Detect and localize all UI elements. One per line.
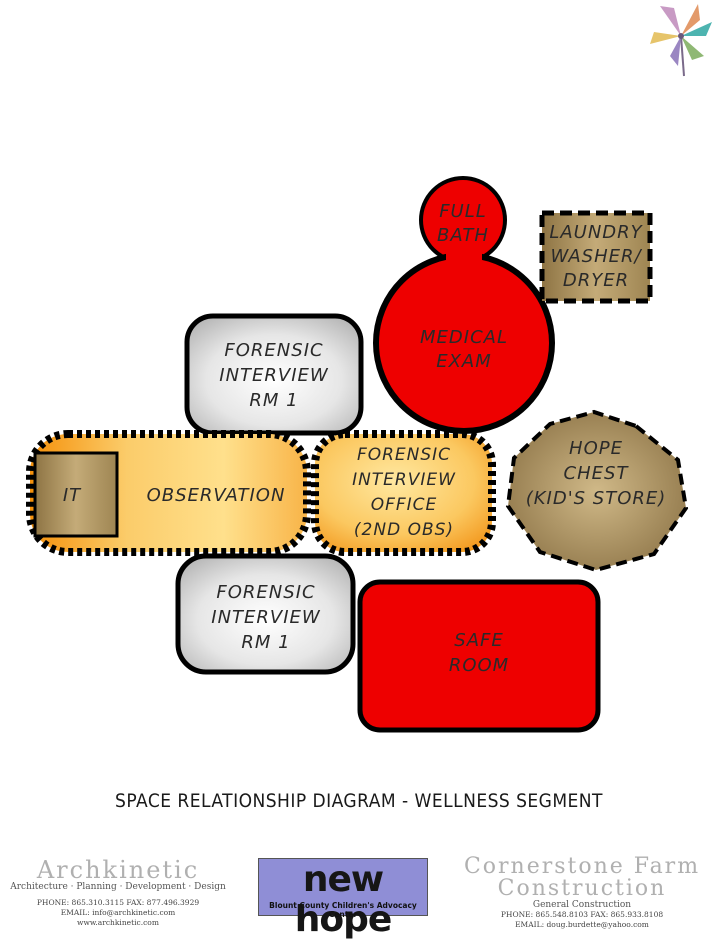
cornerstone-credit: Cornerstone Farm Construction General Co… bbox=[446, 856, 718, 930]
observation-label: OBSERVATION bbox=[147, 485, 286, 506]
laundry-label-1: LAUNDRY bbox=[549, 222, 643, 243]
medical-exam-label-1: MEDICAL bbox=[420, 327, 508, 348]
interview-office-label-3: OFFICE bbox=[371, 495, 438, 515]
interview-office-label-1: FORENSIC bbox=[357, 445, 451, 465]
cornerstone-name-line2: Construction bbox=[497, 876, 667, 901]
hope-chest-label-3: (KID'S STORE) bbox=[526, 488, 667, 509]
room-forensic-interview-office: FORENSIC INTERVIEW OFFICE (2ND OBS) bbox=[311, 430, 496, 556]
interview-bottom-label-3: RM 1 bbox=[241, 632, 290, 653]
full-bath-label-2: BATH bbox=[437, 225, 489, 246]
room-hope-chest: HOPE CHEST (KID'S STORE) bbox=[505, 409, 689, 573]
room-forensic-interview-bottom: FORENSIC INTERVIEW RM 1 bbox=[175, 553, 356, 675]
interview-top-label-1: FORENSIC bbox=[224, 340, 323, 361]
cornerstone-email: EMAIL: doug.burdette@yahoo.com bbox=[515, 920, 649, 929]
interview-bottom-label-2: INTERVIEW bbox=[211, 607, 321, 628]
interview-office-label-4: (2ND OBS) bbox=[354, 520, 454, 540]
safe-room-label-1: SAFE bbox=[454, 630, 503, 651]
full-bath-label-1: FULL bbox=[439, 201, 487, 222]
hope-chest-label-2: CHEST bbox=[564, 463, 630, 484]
it-label: IT bbox=[63, 485, 82, 506]
room-safe-room: SAFE ROOM bbox=[357, 579, 601, 733]
diagram-title: SPACE RELATIONSHIP DIAGRAM - WELLNESS SE… bbox=[115, 790, 603, 812]
archkinetic-tagline: Architecture · Planning · Development · … bbox=[10, 882, 226, 892]
interview-office-label-2: INTERVIEW bbox=[352, 470, 456, 490]
interview-bottom-label-1: FORENSIC bbox=[216, 582, 315, 603]
archkinetic-name: Archkinetic bbox=[36, 856, 200, 884]
cornerstone-phone: PHONE: 865.548.8103 FAX: 865.933.8108 bbox=[500, 910, 664, 919]
room-full-bath: FULL BATH bbox=[419, 176, 507, 264]
room-medical-exam: MEDICAL EXAM bbox=[373, 244, 555, 434]
laundry-label-3: DRYER bbox=[563, 270, 629, 291]
medical-exam-label-2: EXAM bbox=[436, 351, 492, 372]
cornerstone-tagline: General Construction bbox=[532, 900, 632, 910]
hope-chest-label-1: HOPE bbox=[569, 438, 623, 459]
new-hope-subtitle: Blount County Children's Advocacy Center bbox=[269, 901, 417, 919]
archkinetic-web: www.archkinetic.com bbox=[77, 918, 159, 927]
archkinetic-phone: PHONE: 865.310.3115 FAX: 877.496.3929 bbox=[36, 898, 200, 907]
interview-top-label-3: RM 1 bbox=[249, 390, 298, 411]
pinwheel-logo-icon bbox=[650, 4, 712, 77]
new-hope-logo: new hope Blount County Children's Advoca… bbox=[258, 858, 428, 940]
cornerstone-name-line1: Cornerstone Farm bbox=[463, 854, 701, 879]
safe-room-label-2: ROOM bbox=[449, 655, 509, 676]
archkinetic-email: EMAIL: info@archkinetic.com bbox=[60, 908, 176, 917]
interview-top-label-2: INTERVIEW bbox=[219, 365, 329, 386]
room-forensic-interview-top: FORENSIC INTERVIEW RM 1 bbox=[184, 313, 364, 436]
laundry-label-2: WASHER/ bbox=[550, 246, 642, 267]
room-laundry: LAUNDRY WASHER/DRYER bbox=[539, 210, 653, 304]
archkinetic-credit: Archkinetic Architecture · Planning · De… bbox=[0, 858, 236, 928]
new-hope-logo-text: new hope bbox=[294, 859, 393, 940]
room-it: IT bbox=[33, 451, 119, 538]
